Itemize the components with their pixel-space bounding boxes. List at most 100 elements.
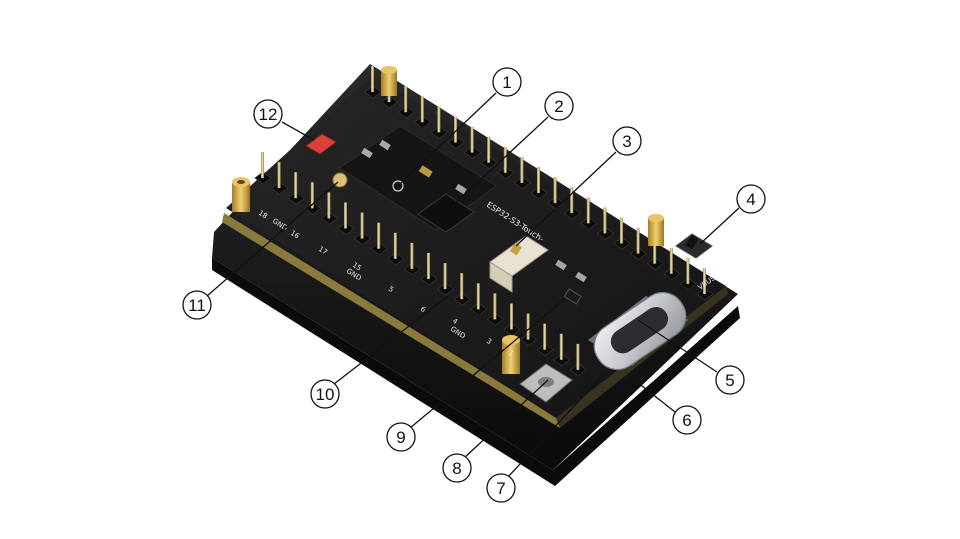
header-pin — [360, 212, 364, 239]
callout-6-label: 6 — [682, 411, 691, 430]
header-pin — [460, 273, 464, 300]
header-pin — [570, 187, 574, 214]
callout-9-label: 9 — [396, 428, 405, 447]
silk-pin-number: 3 — [485, 337, 493, 346]
header-pin — [537, 167, 540, 193]
silk-pin-number: 15 — [351, 261, 363, 273]
header-pin — [393, 232, 397, 259]
header-pin — [476, 283, 480, 310]
wifi-logo-icon — [392, 180, 404, 192]
callout-11-label: 11 — [188, 296, 206, 315]
header-pin — [487, 136, 491, 163]
leader-10 — [333, 295, 449, 385]
standoffs — [232, 66, 664, 374]
callout-9-circle — [386, 422, 416, 452]
standoff-left — [232, 177, 250, 212]
pin-header-front-row — [254, 152, 588, 377]
leader-6 — [631, 377, 676, 413]
power-switch — [675, 233, 713, 259]
main-chip — [417, 193, 475, 233]
leader-1 — [399, 92, 497, 185]
callout-10-circle — [310, 379, 340, 409]
base-bottom-face — [212, 258, 740, 486]
leader-8 — [463, 379, 549, 459]
header-pin — [404, 86, 408, 113]
battery-connector — [489, 235, 549, 293]
silk-pin-number: 17 — [317, 245, 329, 257]
leader-11 — [206, 181, 339, 297]
header-pin — [371, 66, 374, 92]
header-pin — [686, 257, 690, 284]
header-pin — [636, 227, 640, 254]
leader-4 — [699, 207, 740, 245]
header-pin — [454, 116, 457, 143]
smd-components — [361, 139, 587, 305]
callout-3-circle — [612, 126, 642, 156]
leader-5 — [637, 319, 718, 373]
header-pin — [669, 247, 673, 274]
leader-2 — [447, 116, 549, 211]
callout-5-circle — [715, 365, 745, 395]
usb-c-port — [588, 291, 688, 371]
header-pin — [526, 313, 530, 340]
leader-9 — [409, 297, 567, 429]
header-pin — [344, 202, 347, 229]
callout-6-circle — [672, 405, 702, 435]
header-pin — [310, 182, 314, 209]
callout-12-label: 12 — [259, 105, 278, 124]
silk-pin-number: 1 — [507, 349, 515, 358]
header-pin — [493, 293, 497, 320]
pin-header-back-row — [364, 66, 714, 301]
header-pin — [427, 253, 430, 279]
header-pin — [261, 152, 264, 178]
callout-1-label: 1 — [502, 73, 511, 92]
header-pin — [559, 333, 563, 360]
callout-8-circle — [442, 453, 472, 483]
header-pin — [653, 237, 657, 264]
header-pin — [294, 172, 298, 199]
header-pin — [503, 146, 507, 173]
header-pin — [553, 177, 557, 204]
leader-3 — [515, 151, 617, 247]
header-pin — [420, 96, 424, 123]
header-pin — [703, 268, 706, 294]
standoff-right — [648, 214, 664, 246]
header-pin — [443, 263, 447, 290]
callout-5-label: 5 — [725, 371, 734, 390]
header-pin — [470, 126, 474, 153]
callout-4-circle — [736, 184, 766, 214]
callout-11-circle — [182, 290, 212, 320]
callout-2-circle — [544, 91, 574, 121]
boot-button — [519, 363, 573, 403]
header-pin — [603, 207, 607, 234]
callouts: 1 2 3 4 5 6 7 8 9 10 11 12 — [182, 67, 766, 503]
callout-2-label: 2 — [554, 97, 563, 116]
silk-pin-number: 18 — [257, 209, 269, 221]
silk-pin-number: 4 — [451, 317, 460, 326]
callout-12-circle — [253, 99, 283, 129]
leader-12 — [281, 121, 315, 141]
callout-8-label: 8 — [452, 459, 461, 478]
header-pin — [410, 242, 414, 269]
callout-4-label: 4 — [746, 190, 755, 209]
callout-10-label: 10 — [316, 385, 335, 404]
callout-3-label: 3 — [622, 132, 631, 151]
callout-7-circle — [486, 473, 516, 503]
header-pin — [510, 303, 513, 330]
header-pin — [277, 162, 281, 189]
header-pin — [576, 343, 580, 370]
status-led — [305, 133, 337, 155]
header-pin — [437, 106, 441, 133]
leader-7 — [506, 373, 605, 479]
header-pin — [543, 323, 547, 350]
header-pin — [586, 197, 590, 224]
callout-1-circle — [492, 67, 522, 97]
silk-pin-number: 5 — [387, 285, 395, 294]
callout-7-label: 7 — [496, 479, 505, 498]
standoff-front — [502, 335, 520, 374]
header-pin — [520, 156, 524, 183]
header-pin — [327, 192, 331, 219]
header-pin — [377, 222, 381, 249]
